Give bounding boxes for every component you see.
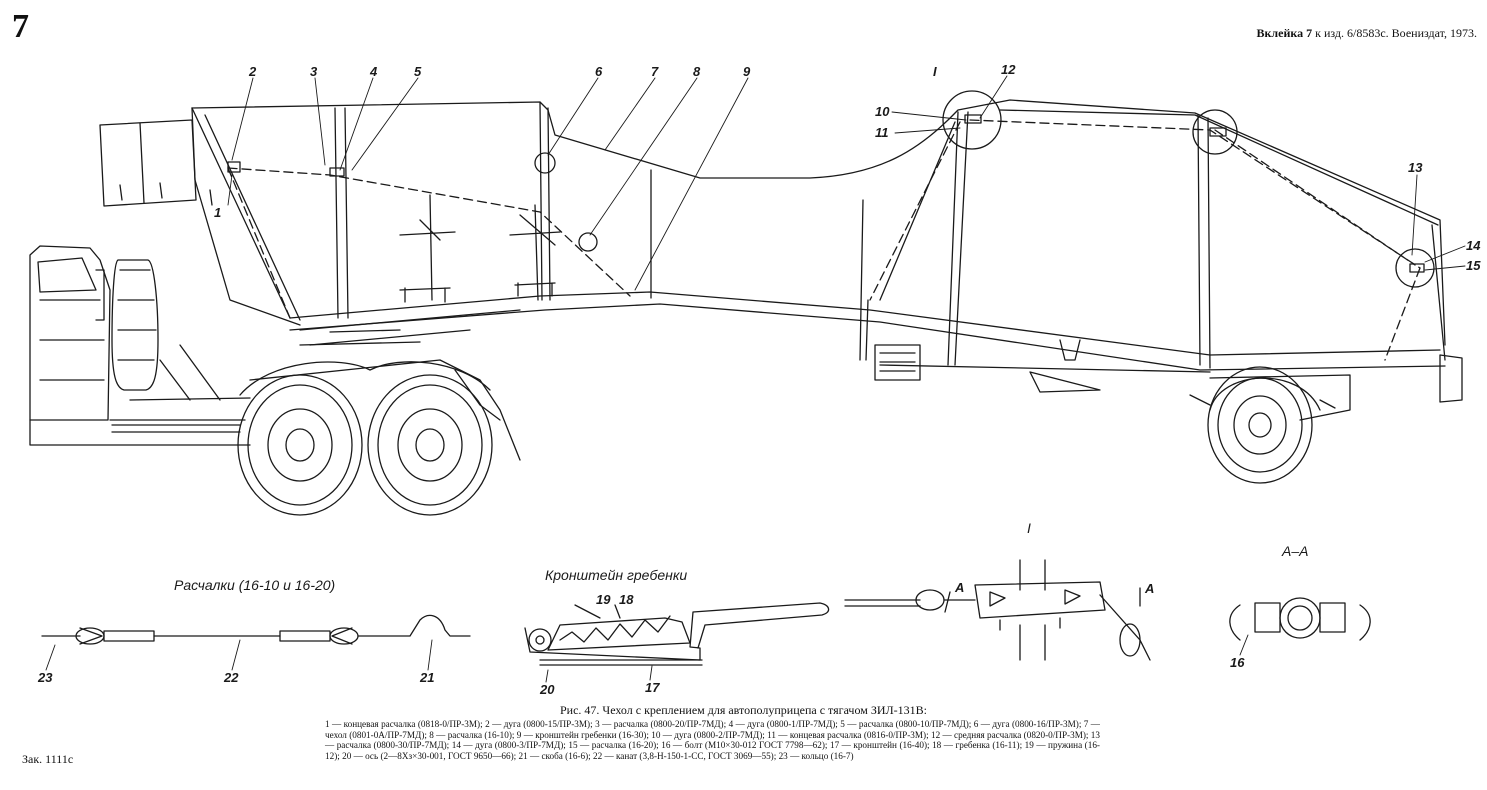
callout-12: 12 <box>1001 62 1016 77</box>
callout-7: 7 <box>651 64 659 79</box>
callout-8: 8 <box>693 64 701 79</box>
trailer-cover <box>191 90 1446 371</box>
callout-4: 4 <box>369 64 378 79</box>
tractor <box>29 119 521 516</box>
callout-3: 3 <box>310 64 318 79</box>
callout-13: 13 <box>1408 160 1423 175</box>
section-mark-left: A <box>954 580 964 595</box>
stays-title: Расчалки (16-10 и 16-20) <box>174 577 335 593</box>
detail-stays <box>41 614 471 671</box>
insert-publisher: к изд. 6/8583с. Воениздат, 1973. <box>1312 26 1477 40</box>
callout-14: 14 <box>1466 238 1481 253</box>
callout-21: 21 <box>419 670 434 685</box>
plate-number: 7 <box>12 8 29 45</box>
callout-15: 15 <box>1466 258 1481 273</box>
figure-caption-legend: 1 — концевая расчалка (0818-0/ПР-3М); 2 … <box>325 719 1100 761</box>
insert-info: Вклейка 7 к изд. 6/8583с. Воениздат, 197… <box>1257 26 1477 41</box>
callout-10: 10 <box>875 104 890 119</box>
callout-16: 16 <box>1230 655 1245 670</box>
callout-18: 18 <box>619 592 634 607</box>
callout-17: 17 <box>645 680 660 695</box>
callout-2: 2 <box>248 64 257 79</box>
callout-1: 1 <box>214 205 221 220</box>
node-i-title: I <box>1027 520 1031 536</box>
callout-11: 11 <box>875 125 889 140</box>
callout-numbers: 2 3 4 5 6 7 8 9 1 I 12 10 11 13 14 15 Ра… <box>37 62 1481 697</box>
section-mark-right: A <box>1144 581 1154 596</box>
callout-5: 5 <box>414 64 422 79</box>
callout-9: 9 <box>743 64 751 79</box>
trailer-chassis <box>299 309 1463 484</box>
insert-label: Вклейка 7 <box>1256 26 1313 40</box>
callout-20: 20 <box>539 682 555 697</box>
detail-bracket <box>524 602 830 683</box>
callout-node-i: I <box>933 64 937 79</box>
order-number: Зак. 1111с <box>22 752 74 766</box>
main-leaders <box>227 75 1466 291</box>
bracket-title: Кронштейн гребенки <box>545 567 687 583</box>
detail-node-i <box>844 559 1151 661</box>
section-aa-title: А–А <box>1281 543 1308 559</box>
callout-22: 22 <box>223 670 239 685</box>
callout-6: 6 <box>595 64 603 79</box>
detail-section-aa <box>1229 597 1371 656</box>
callout-19: 19 <box>596 592 611 607</box>
callout-23: 23 <box>37 670 53 685</box>
figure-caption-title: Рис. 47. Чехол с креплением для автополу… <box>560 703 927 717</box>
